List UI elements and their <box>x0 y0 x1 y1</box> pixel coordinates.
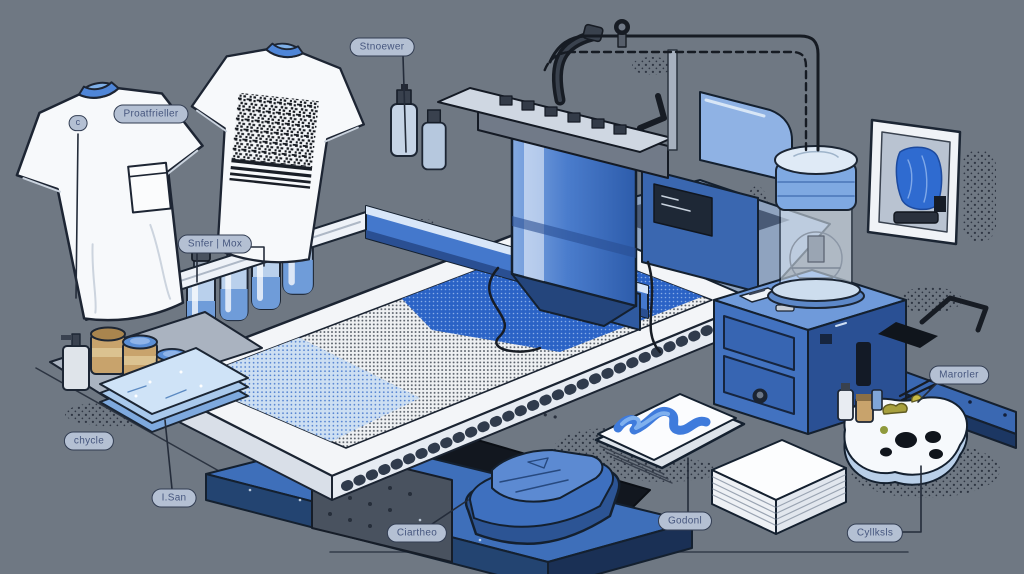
cables <box>542 19 820 152</box>
label-folded-shirt: Godonl <box>657 511 713 531</box>
label-chycle: chycle <box>63 431 115 451</box>
pump-bottle <box>61 333 90 391</box>
supply-platform <box>49 311 263 399</box>
label-ink: Snfer | Mox <box>177 234 253 254</box>
label-connector-lines <box>75 55 937 533</box>
tshirt-printed-qr <box>190 42 366 264</box>
black-mat <box>878 322 938 348</box>
collar <box>78 81 120 99</box>
qr-print <box>229 92 320 189</box>
metal-bracket <box>919 295 989 333</box>
label-c: c <box>68 115 88 131</box>
framed-artwork <box>866 118 962 246</box>
ink-cylinder-jug <box>767 145 865 309</box>
label-clothes: Ciartheo <box>386 523 448 543</box>
loose-cable <box>488 266 542 353</box>
cap-mechanism <box>499 95 627 135</box>
cabinet-slot <box>856 342 871 386</box>
frame-tick-marks <box>341 307 755 491</box>
head-bottles <box>390 84 447 171</box>
folded-jeans <box>464 449 621 546</box>
loose-cable <box>646 260 662 354</box>
tshirt-plain <box>15 81 204 322</box>
cabinet-drawer <box>723 315 795 371</box>
paper-stack <box>711 439 847 535</box>
folded-shirt-print <box>594 393 746 484</box>
right-unit <box>637 91 793 293</box>
screen-pad-stack <box>99 347 249 433</box>
cabinet-drawer <box>723 355 795 415</box>
label-shirt: Proatfrieller <box>113 104 189 124</box>
sensor-pole <box>667 49 678 151</box>
mesh-light-area <box>188 336 420 448</box>
label-tools: Marorler <box>929 365 989 385</box>
chest-pocket <box>127 161 172 214</box>
print-head <box>390 23 678 354</box>
cable-dashed <box>542 50 808 152</box>
ink-jar <box>90 326 126 375</box>
label-palette: Cyllksls <box>846 523 904 543</box>
collar <box>265 42 304 58</box>
label-sprayer: Stnoewer <box>349 37 415 57</box>
label-pads: I.San <box>151 488 197 508</box>
